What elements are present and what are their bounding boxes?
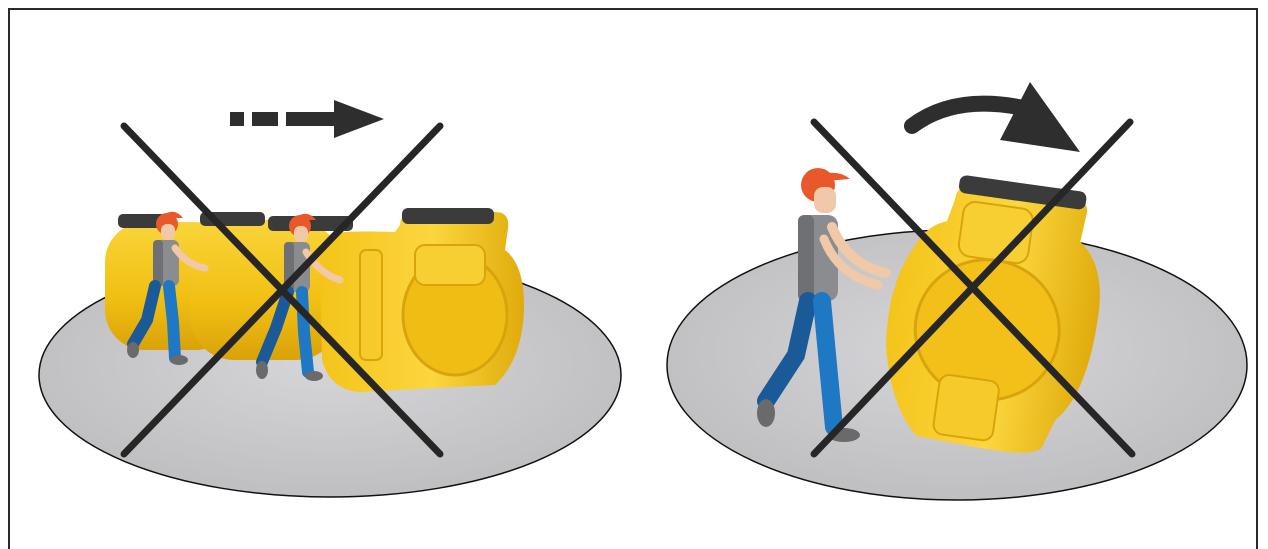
no-rolling-panel (39, 100, 621, 497)
dashed-straight-arrow-icon (230, 100, 384, 138)
tank-rib (932, 374, 1000, 442)
tank-rib (360, 250, 382, 360)
no-tipping-panel (667, 82, 1247, 500)
tank-lid (402, 208, 494, 224)
curved-arrow-icon (912, 82, 1080, 152)
tank-neck-detail (415, 245, 485, 285)
